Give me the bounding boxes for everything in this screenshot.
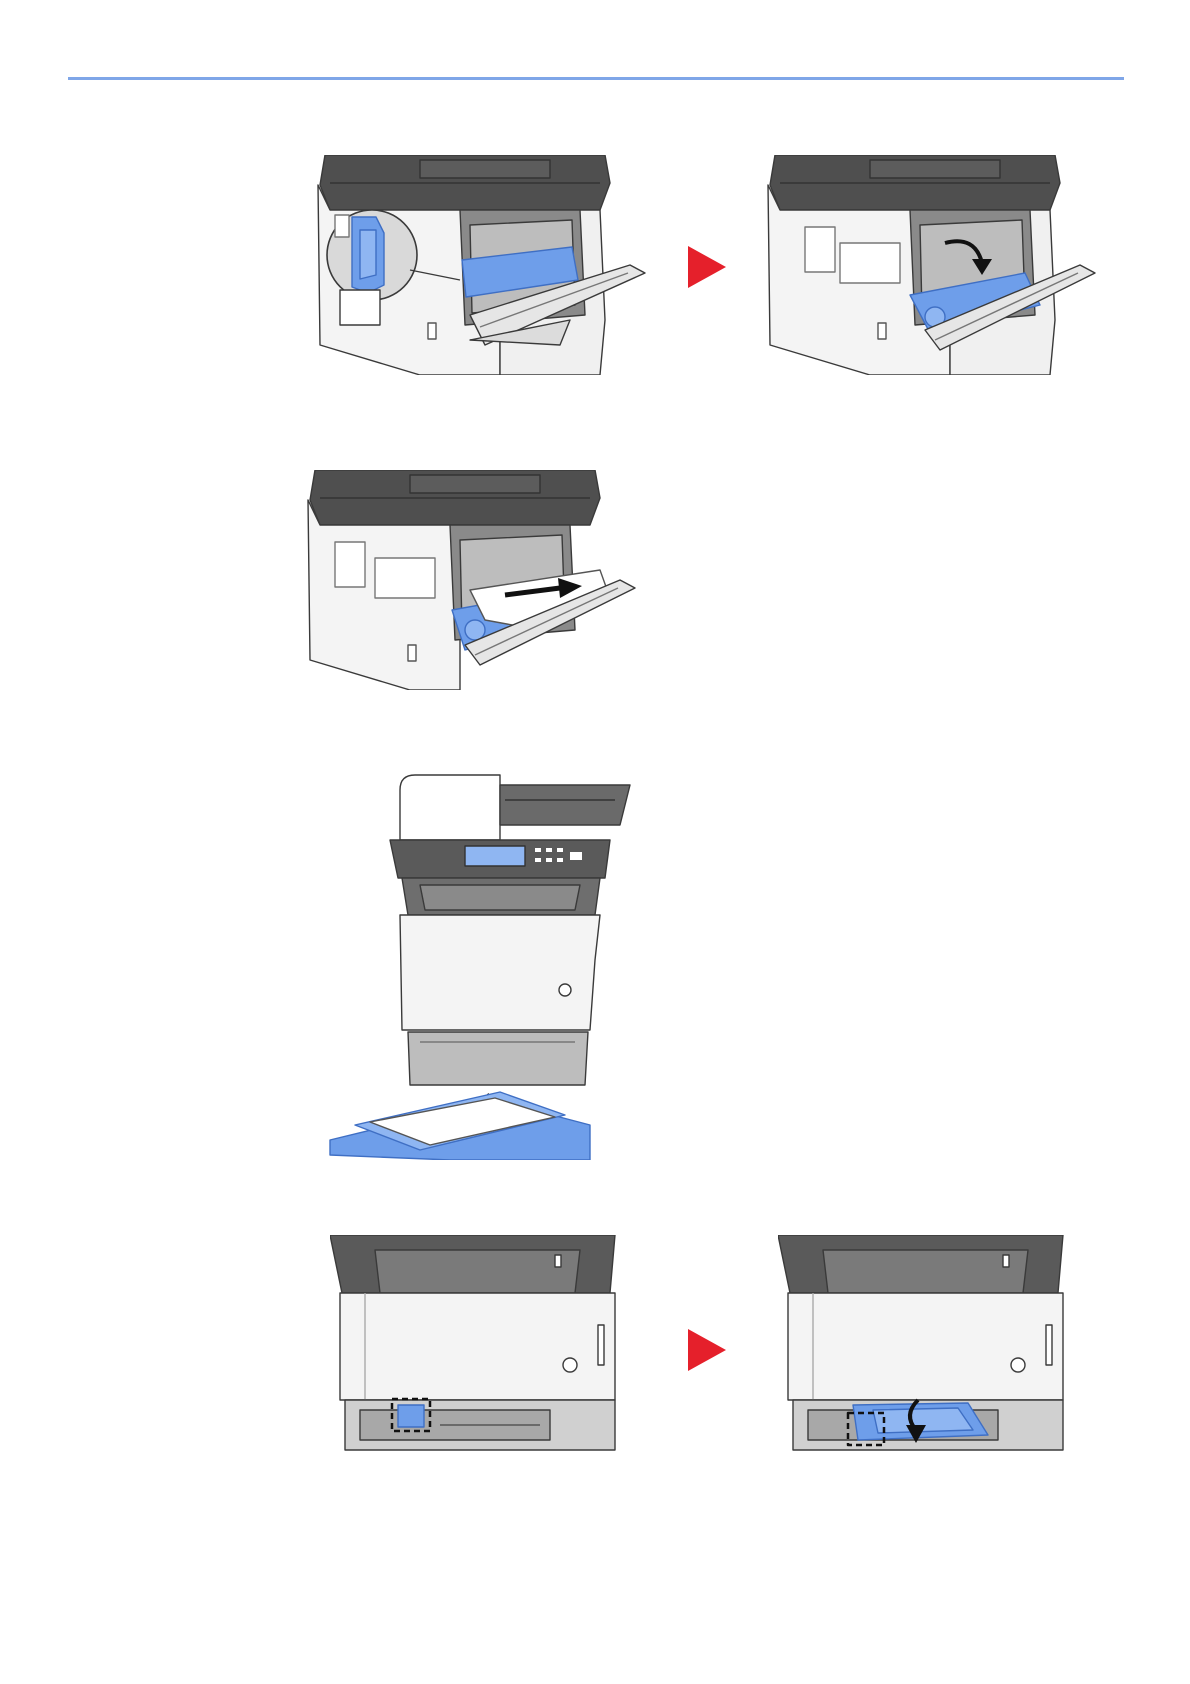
open-fuser-cover-icon bbox=[768, 155, 1095, 375]
step-arrow-right-icon bbox=[688, 1329, 726, 1371]
header-rule bbox=[68, 77, 1124, 80]
figure-pull-out-cassette bbox=[290, 770, 650, 1160]
figure-rear-open-lever bbox=[310, 155, 660, 375]
figure-front-duplex-lever bbox=[330, 1235, 650, 1455]
open-rear-cover-lever-icon bbox=[318, 155, 645, 375]
pull-out-cassette-icon bbox=[330, 775, 630, 1160]
step-arrow-right-icon bbox=[688, 246, 726, 288]
open-duplex-cover-icon bbox=[778, 1235, 1063, 1450]
figure-rear-open-fuser-cover bbox=[760, 155, 1110, 375]
locate-duplex-lever-icon bbox=[330, 1235, 615, 1450]
figure-remove-jammed-paper bbox=[300, 470, 650, 690]
figure-front-duplex-cover-open bbox=[778, 1235, 1098, 1455]
remove-jammed-paper-rear-icon bbox=[308, 470, 635, 690]
